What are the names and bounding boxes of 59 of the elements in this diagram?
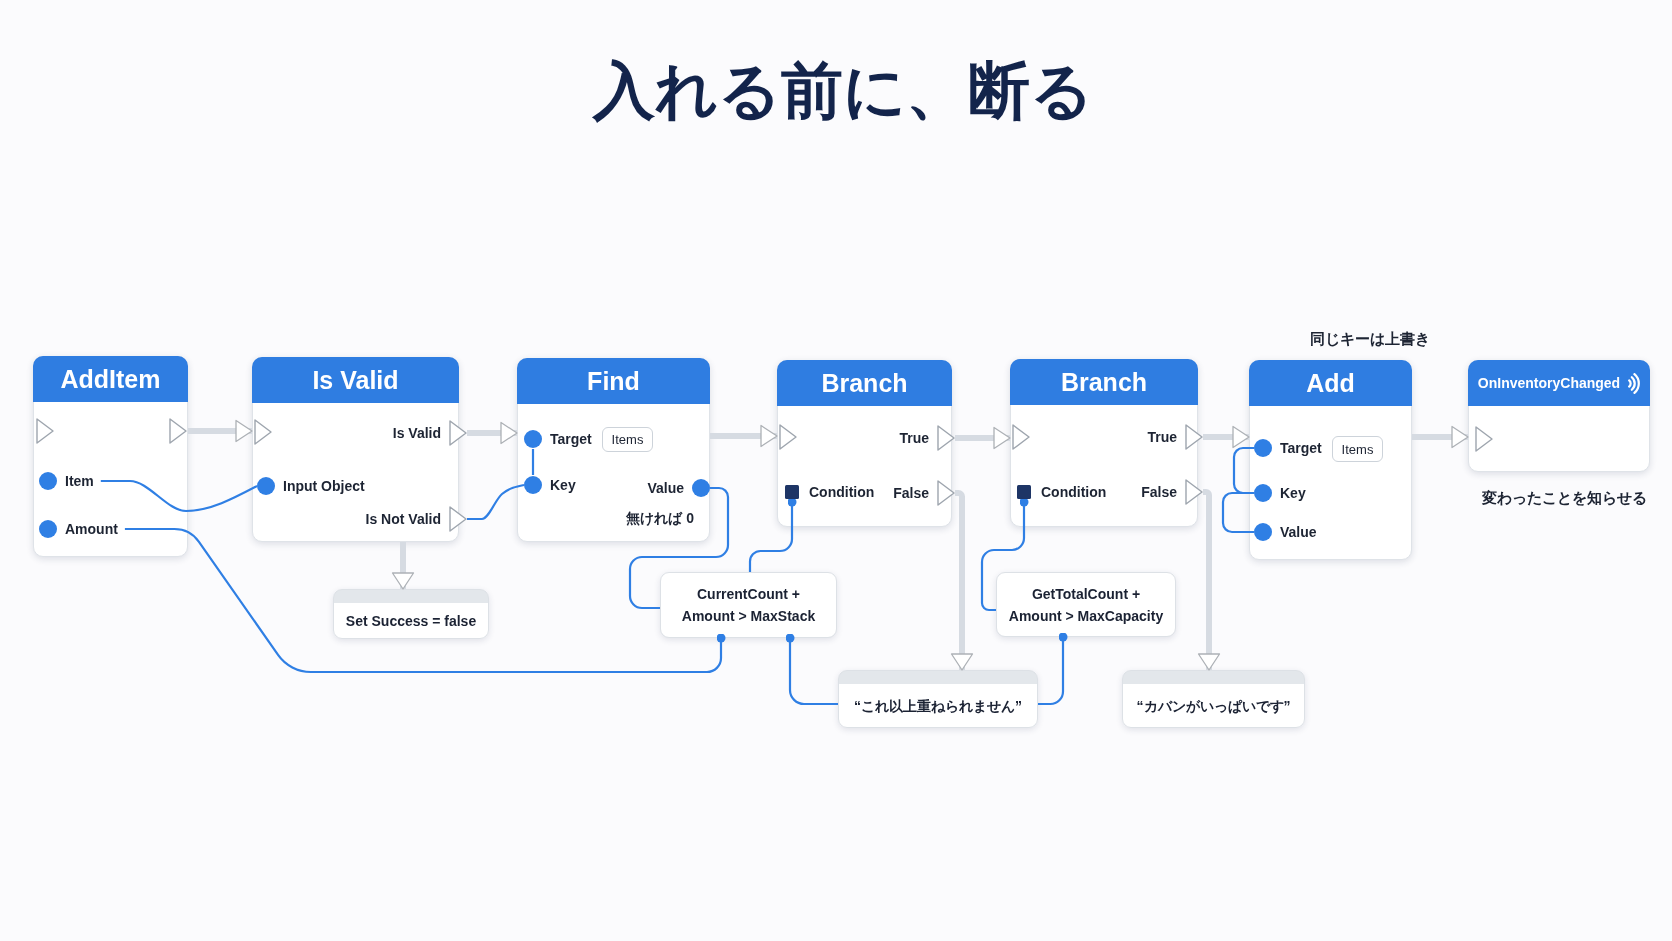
flow-arrow: [1203, 425, 1250, 449]
pin-label: Target: [1280, 439, 1322, 457]
node-card: [517, 358, 710, 542]
node-card: [777, 360, 952, 527]
connector-line: [1232, 446, 1254, 495]
connector-line: [100, 479, 258, 513]
pin-label: Target: [550, 430, 592, 448]
connector-line: [467, 483, 525, 521]
message-box: “これ以上重ねられません”: [838, 670, 1038, 728]
connector-line: [124, 527, 726, 674]
node-title: Branch: [1060, 367, 1148, 397]
pin-label: Condition: [1041, 483, 1107, 501]
flow-arrow: [710, 424, 778, 448]
pin-label: False: [1141, 483, 1177, 501]
value-field: Items: [602, 427, 653, 452]
pin-label: Key: [1280, 484, 1306, 502]
node-title: AddItem: [60, 364, 161, 394]
pin-label: Item: [65, 472, 94, 490]
pin-label: Condition: [809, 483, 875, 501]
node-card: [1468, 360, 1650, 472]
flow-arrow: [391, 542, 415, 590]
expression-box: CurrentCount + Amount > MaxStack: [660, 572, 837, 638]
flow-arrow: [1412, 425, 1469, 449]
connector-line: [1221, 491, 1254, 534]
diagram-title: 入れる前に、断る: [593, 55, 1093, 127]
connector-line: [531, 449, 535, 475]
annotation-text: 変わったことを知らせる: [1481, 488, 1647, 508]
node-title: Is Valid: [312, 365, 399, 395]
pin-label: Amount: [65, 520, 118, 538]
node-title: Find: [587, 366, 640, 396]
value-field: Items: [1332, 436, 1383, 462]
node-card: [33, 356, 188, 557]
node-title: OnInventoryChanged: [1477, 374, 1621, 392]
node-title: Add: [1306, 368, 1355, 398]
node-title: Branch: [821, 368, 908, 398]
flow-arrow: [950, 490, 974, 671]
pin-label: True: [899, 429, 929, 447]
annotation-text: 無ければ 0: [626, 509, 694, 528]
flow-arrow: [955, 426, 1011, 450]
action-box: Set Success = false: [333, 589, 489, 639]
node-card: [1249, 360, 1412, 560]
pin-label: False: [893, 484, 929, 502]
pin-label: Input Object: [283, 477, 365, 495]
pin-label: Value: [1280, 523, 1317, 541]
expression-box: GetTotalCount + Amount > MaxCapacity: [996, 572, 1176, 637]
pin-label: Is Not Valid: [365, 510, 441, 528]
pin-label: Value: [647, 479, 684, 497]
pin-label: Key: [550, 476, 576, 494]
connector-line: [1038, 632, 1068, 706]
message-box: “カバンがいっぱいです”: [1122, 670, 1305, 728]
pin-label: True: [1147, 428, 1177, 446]
connector-line: [980, 497, 1029, 612]
flow-arrow: [467, 421, 518, 445]
connector-line: [785, 633, 838, 706]
connector-line: [748, 497, 797, 572]
flow-arrow: [1197, 489, 1221, 671]
flow-arrow: [188, 419, 253, 443]
pin-label: Is Valid: [392, 424, 441, 442]
annotation-text: 同じキーは上書き: [1310, 329, 1430, 349]
